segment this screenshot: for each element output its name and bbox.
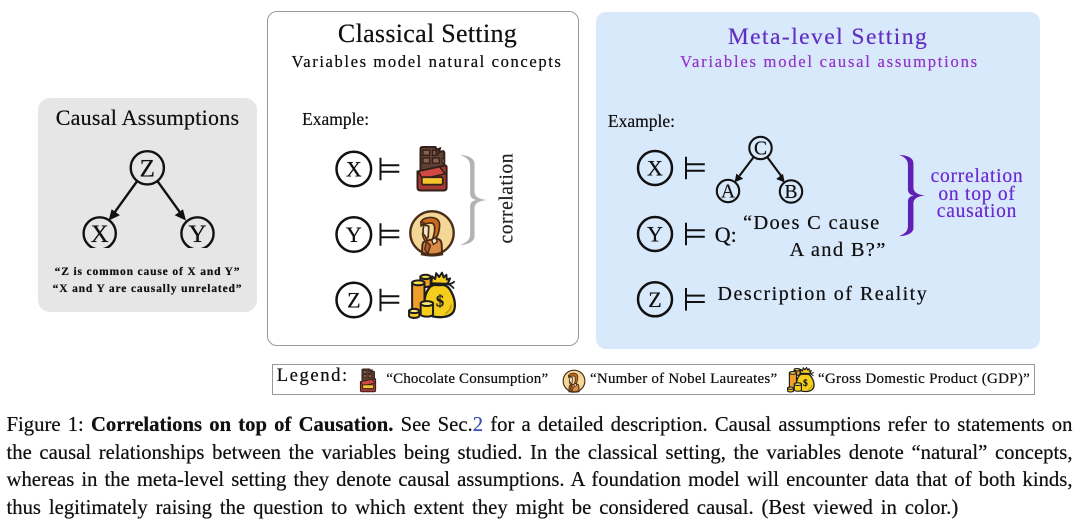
svg-text:Y: Y <box>188 221 206 248</box>
svg-text:X: X <box>647 155 663 180</box>
svg-text:Y: Y <box>647 221 663 246</box>
svg-text:C: C <box>754 138 767 159</box>
svg-text:Y: Y <box>345 222 361 247</box>
svg-text:X: X <box>91 221 109 248</box>
svg-text:Z: Z <box>347 287 360 312</box>
svg-text:X: X <box>345 156 361 181</box>
svg-text:B: B <box>784 182 797 203</box>
svg-text:Z: Z <box>140 155 155 182</box>
svg-text:A: A <box>721 181 735 202</box>
svg-text:Z: Z <box>648 286 661 311</box>
